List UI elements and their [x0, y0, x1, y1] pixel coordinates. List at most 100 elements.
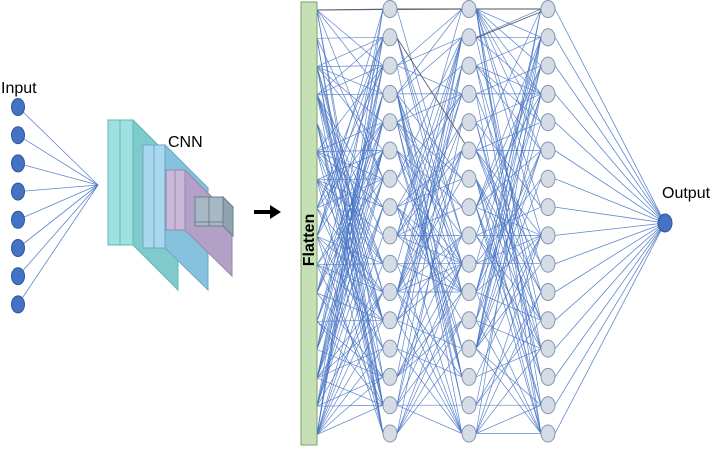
hidden-connection — [396, 404, 463, 434]
hidden-connection — [396, 263, 463, 434]
hidden-node-layer-1 — [382, 28, 398, 47]
hidden-node-layer-1 — [382, 113, 398, 132]
flatten-connection — [316, 348, 384, 435]
flatten-connection — [316, 291, 384, 435]
flatten-connection — [316, 404, 384, 435]
input-connection — [17, 106, 99, 186]
hidden-node-layer-2 — [461, 424, 477, 443]
hidden-node-layer-3 — [540, 169, 556, 188]
hidden-connection — [396, 263, 463, 378]
hidden-connection — [396, 8, 463, 236]
hidden-connection — [475, 348, 542, 406]
hidden-node-layer-2 — [461, 84, 477, 103]
hidden-connection — [396, 37, 463, 349]
flatten-connection — [316, 65, 384, 237]
hidden-connection — [396, 8, 463, 66]
hidden-connection-dark — [475, 8, 549, 39]
hidden-node-layer-2 — [461, 283, 477, 301]
output-connection — [554, 222, 666, 349]
hidden-connection — [396, 235, 463, 265]
output-connection — [554, 150, 666, 224]
hidden-connection — [396, 263, 463, 321]
hidden-node-layer-2 — [461, 28, 477, 47]
hidden-node-layer-3 — [540, 84, 556, 103]
hidden-connection — [396, 8, 463, 95]
hidden-connection — [475, 404, 542, 434]
hidden-node-layer-3 — [540, 254, 556, 273]
nodes — [11, 0, 673, 443]
hidden-node-layer-3 — [540, 141, 556, 160]
input-node — [11, 210, 25, 229]
hidden-connection — [475, 37, 542, 349]
flatten-connection — [316, 65, 384, 350]
hidden-connection — [396, 320, 463, 434]
input-node — [11, 267, 25, 286]
hidden-connection — [475, 93, 542, 406]
flatten-connection — [316, 8, 384, 435]
input-connection — [17, 184, 99, 305]
hidden-node-layer-1 — [382, 424, 398, 443]
output-node — [657, 213, 673, 233]
hidden-node-layer-3 — [540, 28, 556, 47]
hidden-connection-dark — [396, 37, 470, 151]
hidden-node-layer-2 — [461, 367, 477, 386]
input-node — [11, 126, 25, 145]
hidden-connection — [475, 178, 542, 349]
hidden-connection — [396, 37, 463, 264]
hidden-connection — [396, 37, 463, 236]
hidden-node-layer-2 — [461, 396, 477, 415]
hidden-node-layer-1 — [382, 396, 398, 415]
hidden-connection — [475, 235, 542, 349]
flatten-layer: Flatten — [300, 1, 318, 446]
hidden-node-layer-1 — [382, 198, 398, 217]
flatten-connection — [316, 37, 384, 435]
hidden-connection — [396, 235, 463, 378]
hidden-node-layer-1 — [382, 311, 398, 330]
hidden-connection — [475, 65, 542, 349]
hidden-node-layer-3 — [540, 339, 556, 358]
flatten-connection — [316, 65, 384, 435]
hidden-node-layer-3 — [540, 56, 556, 75]
hidden-node-layer-3 — [540, 283, 556, 301]
hidden-connection — [396, 37, 463, 293]
hidden-connection — [475, 37, 542, 264]
input-connection — [17, 184, 99, 192]
hidden-connection — [475, 36, 542, 66]
hidden-connection — [475, 291, 542, 406]
hidden-node-layer-3 — [540, 311, 556, 330]
hidden-node-layer-2 — [461, 141, 477, 160]
hidden-node-layer-1 — [382, 56, 398, 75]
output-connection — [554, 93, 666, 224]
hidden-connection — [396, 37, 463, 377]
hidden-connection — [475, 37, 542, 208]
hidden-node-layer-3 — [540, 198, 556, 217]
flatten-connection — [316, 36, 384, 39]
hidden-node-layer-2 — [461, 254, 477, 273]
hidden-node-layer-1 — [382, 141, 398, 160]
hidden-connection — [475, 291, 542, 434]
output-label: Output — [662, 185, 711, 202]
hidden-connection — [396, 37, 463, 179]
hidden-connection — [396, 65, 463, 293]
flatten-connection — [316, 37, 384, 237]
hidden-node-layer-3 — [540, 226, 556, 245]
input-connection — [17, 163, 99, 186]
output-connection — [554, 222, 666, 265]
hidden-node-layer-2 — [461, 198, 477, 217]
input-node — [11, 239, 25, 257]
flatten-connection — [316, 235, 384, 435]
output-connection — [554, 121, 666, 224]
output-connection — [554, 178, 666, 224]
output-connection — [554, 206, 666, 224]
hidden-node-layer-2 — [461, 311, 477, 330]
hidden-node-layer-2 — [461, 113, 477, 132]
hidden-node-layer-3 — [540, 0, 556, 18]
hidden-node-layer-1 — [382, 339, 398, 358]
hidden-connection — [396, 348, 463, 434]
hidden-node-layer-3 — [540, 424, 556, 443]
input-node — [11, 295, 25, 314]
output-connection — [554, 37, 666, 224]
cnn-block-stack — [106, 118, 235, 292]
output-connection — [554, 222, 666, 406]
